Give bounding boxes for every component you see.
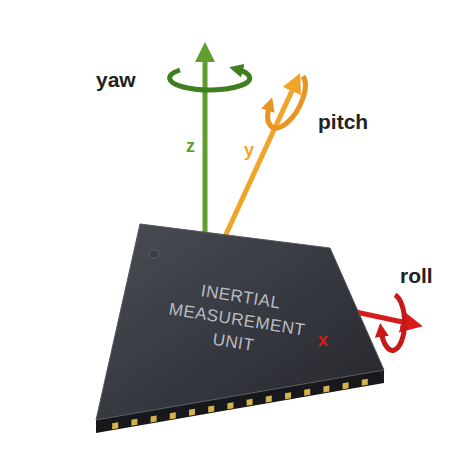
imu-chip: INERTIAL MEASUREMENT UNIT	[92, 220, 392, 445]
rotation-label: roll	[400, 264, 433, 288]
rotation-label: yaw	[96, 68, 136, 92]
axis-label: y	[244, 140, 254, 161]
axis-label: x	[318, 330, 328, 351]
rotation-label: pitch	[318, 110, 368, 134]
axis-label: z	[186, 136, 195, 157]
